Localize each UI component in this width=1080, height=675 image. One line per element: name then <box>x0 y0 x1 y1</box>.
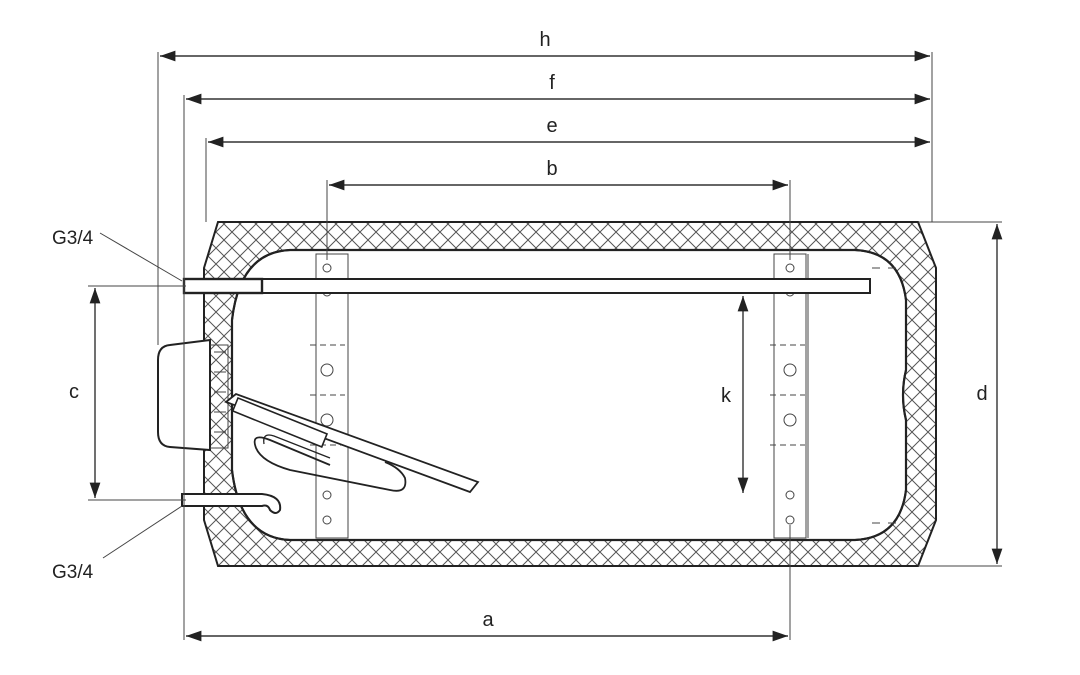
dimension-label-f: f <box>549 72 555 94</box>
dimension-e: e <box>205 115 930 222</box>
inner-tank-wall <box>230 248 908 542</box>
dimension-label-d: d <box>976 383 987 405</box>
dimension-c: c <box>69 285 186 501</box>
connection-label-bottom: G3/4 <box>52 505 183 583</box>
dimension-f: f <box>183 72 933 640</box>
hot-water-outlet-pipe <box>182 277 871 295</box>
dimension-a: a <box>186 525 791 642</box>
dimension-k: k <box>721 296 749 493</box>
dimension-label-h: h <box>539 29 550 51</box>
dimension-label-b: b <box>546 158 557 180</box>
cold-water-inlet-pipe <box>181 493 282 514</box>
mounting-bracket-right <box>770 253 809 539</box>
connection-bottom-text: G3/4 <box>52 562 94 583</box>
insulation-jacket <box>203 221 937 567</box>
tank-assembly <box>203 221 937 567</box>
dimension-h: h <box>157 29 933 345</box>
dimension-label-e: e <box>546 115 557 137</box>
dimension-label-k: k <box>721 385 732 407</box>
dimension-d: d <box>918 221 1003 567</box>
dimension-label-a: a <box>482 609 494 631</box>
dimension-b: b <box>326 158 791 260</box>
mounting-bracket-left <box>310 253 349 539</box>
heating-element-loop <box>253 436 407 492</box>
dimension-label-c: c <box>69 381 79 403</box>
connection-label-top: G3/4 <box>52 228 183 282</box>
connection-top-text: G3/4 <box>52 228 94 249</box>
